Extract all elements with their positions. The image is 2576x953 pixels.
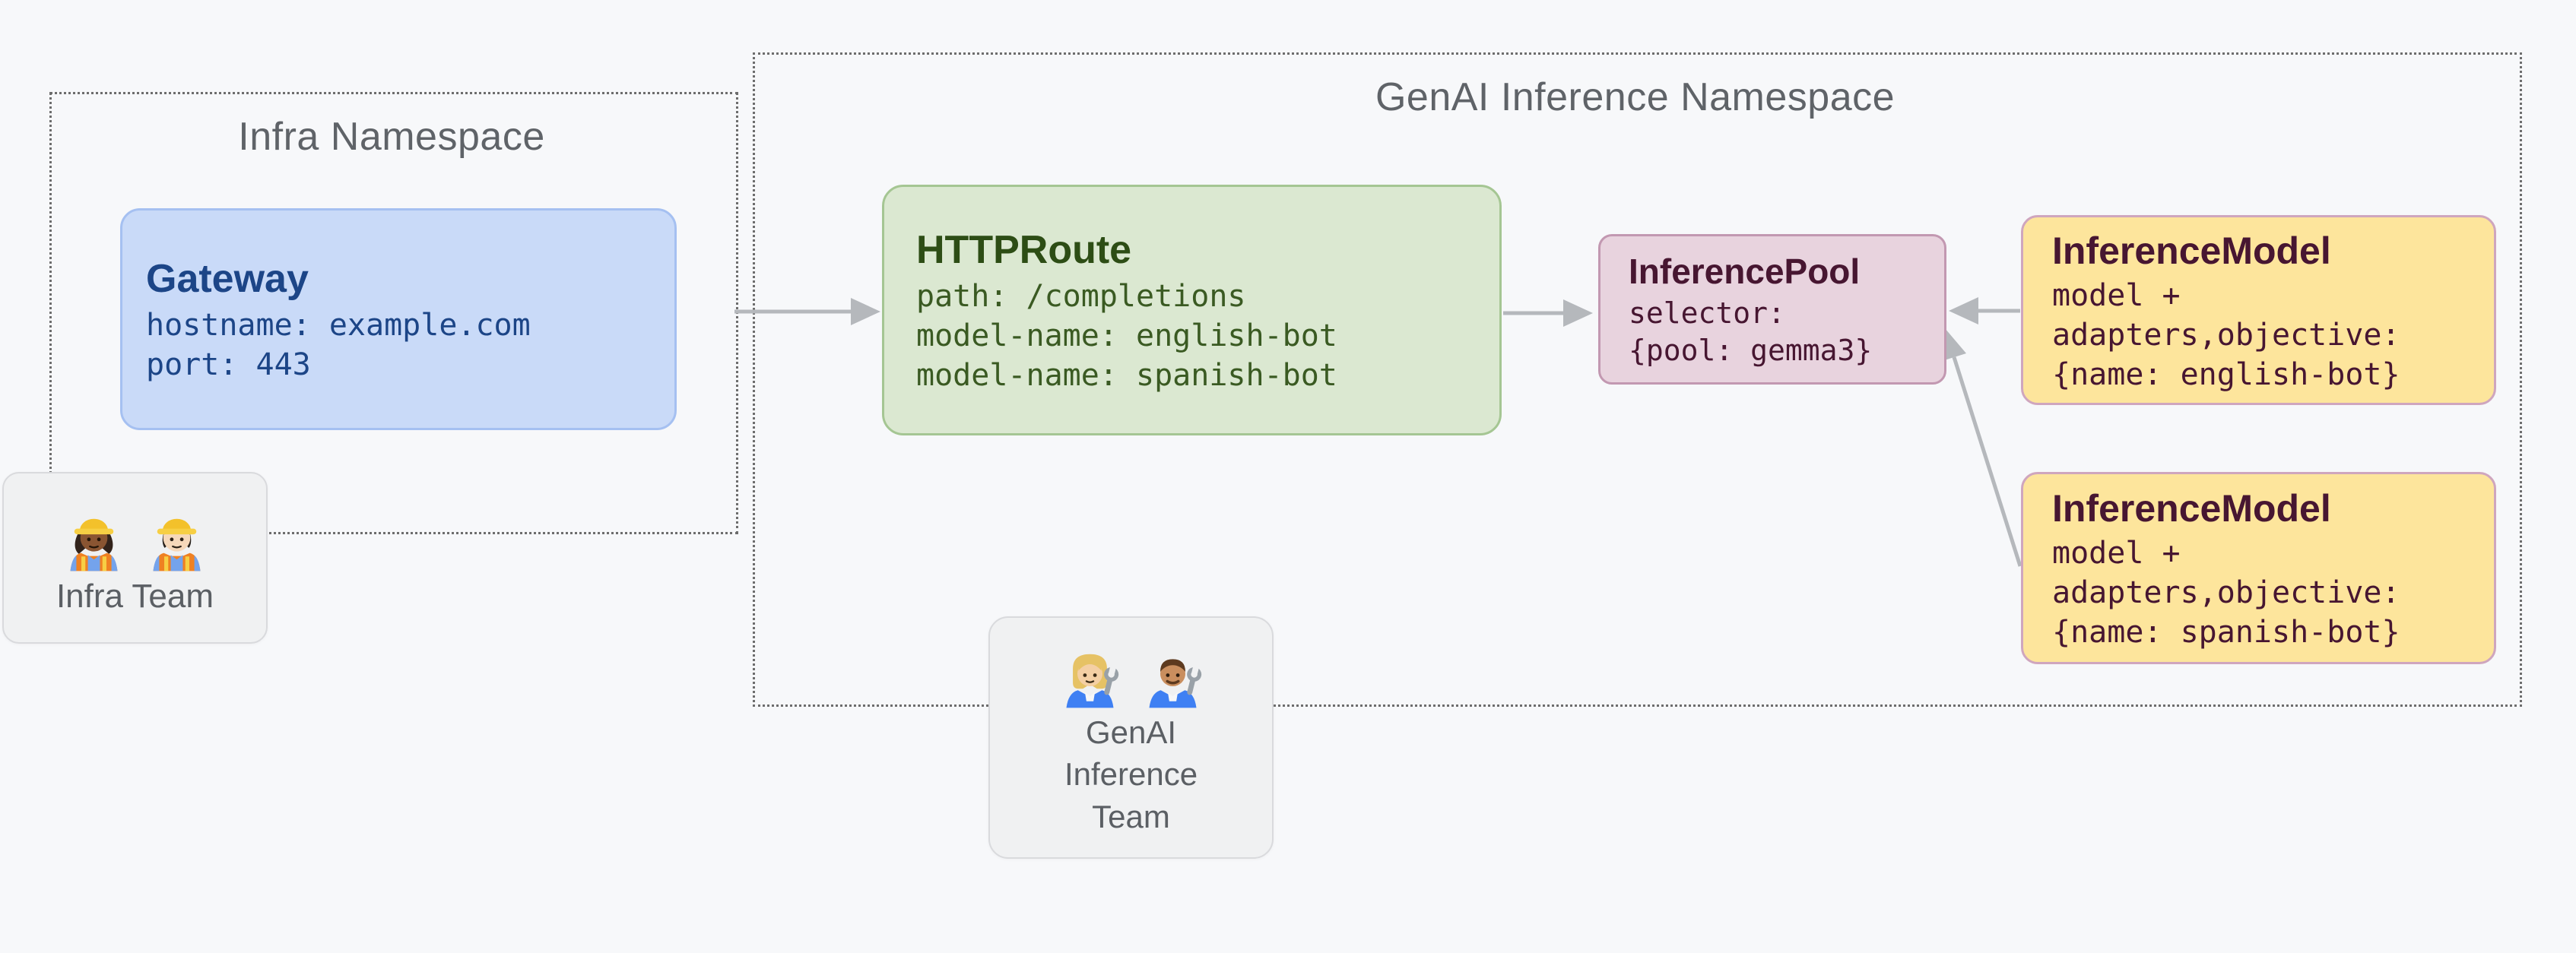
gateway-title: Gateway [146, 257, 309, 302]
inferencemodel-spanish-line-3: {name: spanish-bot} [2052, 615, 2400, 650]
inferencepool-selector-line: selector: [1629, 296, 1785, 331]
genai-inference-team-card: GenAI Inference Team [988, 616, 1274, 859]
httproute-model-english-line: model-name: english-bot [916, 318, 1337, 353]
infra-team-card: Infra Team [2, 472, 268, 644]
inferencemodel-spanish-line-1: model + [2052, 536, 2181, 571]
genai-namespace-label: GenAI Inference Namespace [1375, 75, 1896, 119]
inferencemodel-english-node: InferenceModel model + adapters,objectiv… [2021, 215, 2496, 405]
man-construction-worker-icon [152, 518, 201, 571]
httproute-node: HTTPRoute path: /completions model-name:… [882, 185, 1502, 435]
inferencepool-pool-line: {pool: gemma3} [1629, 333, 1873, 367]
infra-team-icons [58, 501, 213, 573]
woman-construction-worker-icon [69, 518, 118, 571]
gateway-hostname-line: hostname: example.com [146, 307, 531, 343]
inferencemodel-english-title: InferenceModel [2052, 229, 2331, 272]
gateway-port-line: port: 443 [146, 347, 311, 382]
httproute-title: HTTPRoute [916, 228, 1132, 273]
man-mechanic-icon [1148, 659, 1201, 708]
inferencemodel-spanish-line-2: adapters,objective: [2052, 575, 2400, 610]
inferencepool-title: InferencePool [1629, 252, 1861, 292]
infra-team-label: Infra Team [56, 577, 214, 615]
httproute-path-line: path: /completions [916, 278, 1246, 314]
inferencemodel-english-line-2: adapters,objective: [2052, 317, 2400, 353]
inferencepool-node: InferencePool selector: {pool: gemma3} [1598, 234, 1946, 385]
genai-team-label-line-2: Inference [1064, 756, 1198, 793]
inferencemodel-spanish-node: InferenceModel model + adapters,objectiv… [2021, 472, 2496, 664]
genai-team-label: GenAI Inference Team [1064, 711, 1198, 837]
inferencemodel-spanish-title: InferenceModel [2052, 487, 2331, 530]
woman-mechanic-icon [1065, 654, 1118, 708]
gateway-node: Gateway hostname: example.com port: 443 [120, 208, 677, 430]
inferencemodel-english-line-1: model + [2052, 277, 2181, 313]
genai-team-icons [1054, 638, 1209, 710]
httproute-model-spanish-line: model-name: spanish-bot [916, 357, 1337, 393]
genai-namespace-box [753, 52, 2522, 707]
genai-team-label-line-1: GenAI [1085, 714, 1177, 750]
inferencemodel-english-line-3: {name: english-bot} [2052, 356, 2400, 392]
genai-team-label-line-3: Team [1092, 798, 1170, 834]
infra-namespace-label: Infra Namespace [238, 115, 545, 159]
